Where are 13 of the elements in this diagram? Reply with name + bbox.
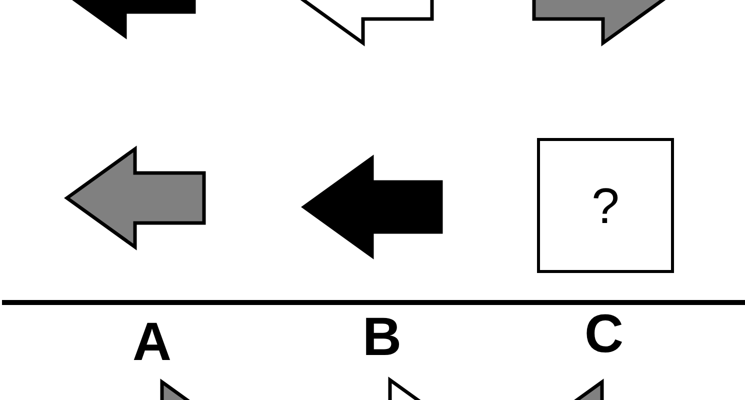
left-arrow-shape [63, 145, 208, 251]
right-arrow-shape [158, 378, 191, 400]
option-letter: C [584, 307, 624, 361]
left-arrow-shape [299, 0, 436, 47]
option-letter: A [132, 315, 172, 369]
left-arrow-shape [300, 154, 445, 260]
right-arrow-shape [386, 376, 422, 400]
right-arrow-shape [530, 0, 667, 47]
left-arrow-shape [71, 0, 198, 40]
option-letter: B [362, 310, 402, 364]
question-mark: ? [592, 180, 620, 230]
left-arrow-shape [573, 378, 606, 400]
answer-frame [537, 138, 674, 273]
